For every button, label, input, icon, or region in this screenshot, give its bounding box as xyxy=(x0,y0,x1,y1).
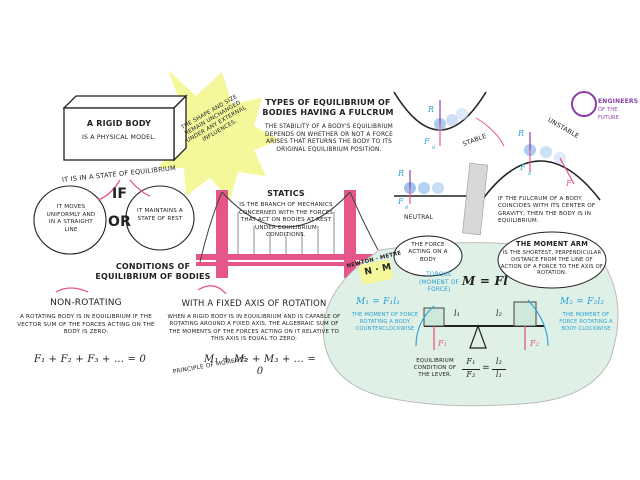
moment-arm-shape xyxy=(497,231,607,289)
vector-R-stable: R xyxy=(428,105,435,114)
vector-Fg-neutral: F xyxy=(398,197,404,206)
cond-right-den: l₁ xyxy=(495,370,503,379)
conditions-title: CONDITIONS OF EQUILIBRIUM OF BODIES xyxy=(95,262,211,281)
force-bubble-shape xyxy=(393,235,463,277)
lever-condition-formula: F₁ F₂ = l₂ l₁ xyxy=(462,358,512,388)
vector-Fg-unstable: F xyxy=(520,163,526,172)
lever-l2: l₂ xyxy=(496,309,503,318)
vector-F-unstable: F xyxy=(566,179,572,188)
logo-line1: ENGINEERS xyxy=(598,98,639,105)
lever-F2: F₂ xyxy=(530,339,540,348)
statics-desc: IS THE BRANCH OF MECHANICS CONCERNED WIT… xyxy=(238,202,334,239)
statics-title: STATICS xyxy=(267,189,305,198)
neutral-label: NEUTRAL xyxy=(404,214,434,221)
m2-desc: THE MOMENT OF FORCE ROTATING A BODY CLOC… xyxy=(559,312,613,332)
bridge-illustration xyxy=(196,190,386,278)
maintains-rest-text: IT MAINTAINS A STATE OF REST xyxy=(137,208,183,222)
lever-l1: l₁ xyxy=(454,309,461,318)
cond-left-num: F₁ xyxy=(466,357,476,366)
center-gravity-text: IF THE FULCRUM OF A BODY COINCIDES WITH … xyxy=(498,196,596,225)
torque-label: TORQUE (MOMENT OF FORCE) xyxy=(418,272,460,294)
types-desc: THE STABILITY OF A BODY'S EQUILIBRIUM DE… xyxy=(264,124,393,153)
fixed-axis-desc: WHEN A RIGID BODY IS IN EQUILIBRIUM AND … xyxy=(167,314,341,343)
or-label: OR xyxy=(108,214,132,230)
lever-condition-label: EQUILIBRIUM CONDITION OF THE LEVER. xyxy=(413,358,457,379)
vector-Fg-sub-unstable: g xyxy=(528,170,532,176)
moves-uniformly-text: IT MOVES UNIFORMLY AND IN A STRAIGHT LIN… xyxy=(46,204,96,233)
non-rotating-desc: A ROTATING BODY IS IN EQUILIBRIUM IF THE… xyxy=(17,314,155,336)
fixed-axis-formula: M₁ + M₂ + M₃ + ... = 0 xyxy=(203,354,317,377)
vector-R-unstable: R xyxy=(518,129,525,138)
newton-metre-stamp xyxy=(358,259,394,285)
rigid-body-box xyxy=(62,94,188,162)
arrow-non-rotating xyxy=(55,287,89,293)
oval-rest xyxy=(125,185,195,251)
logo-emblem xyxy=(571,91,597,117)
m1-desc: THE MOMENT OF FORCE ROTATING A BODY COUN… xyxy=(351,312,419,332)
leaning-tower xyxy=(462,162,489,236)
cond-left-den: F₂ xyxy=(466,370,476,379)
logo-line2: OF THE FUTURE xyxy=(598,107,620,121)
rigid-body-title: A RIGID BODY xyxy=(86,119,152,128)
unstable-hill xyxy=(481,160,601,201)
m2-formula: M₂ = F₂l₂ xyxy=(560,297,605,307)
non-rotating-formula: F₁ + F₂ + F₃ + ... = 0 xyxy=(33,354,147,365)
m1-formula: M₁ = F₁l₁ xyxy=(356,297,401,307)
non-rotating-title: NON-ROTATING xyxy=(50,298,122,308)
types-title: TYPES OF EQUILIBRIUM OF BODIES HAVING A … xyxy=(262,98,394,117)
arrow-fixed-axis xyxy=(197,285,227,295)
arrow-to-rest xyxy=(129,179,151,197)
vector-Fg-sub-stable: g xyxy=(432,144,436,150)
arrow-to-moves xyxy=(97,179,121,201)
if-label: IF xyxy=(112,186,128,202)
moment-arm-title: THE MOMENT ARM xyxy=(516,240,588,248)
vector-Fg-sub-neutral: g xyxy=(405,204,409,210)
lever-F1: F₁ xyxy=(438,339,448,348)
vector-R-neutral: R xyxy=(398,169,405,178)
moment-arm-desc: IS THE SHORTEST, PERPENDICULAR DISTANCE … xyxy=(500,250,604,277)
torque-formula: M = Fl xyxy=(462,274,508,288)
lever-diagram xyxy=(415,299,549,350)
cond-right-num: l₂ xyxy=(495,357,503,366)
oval-moves xyxy=(33,185,107,255)
rigid-body-subtitle: IS A PHYSICAL MODEL. xyxy=(81,134,157,141)
force-bubble-text: THE FORCE ACTING ON A BODY xyxy=(408,242,448,263)
fixed-axis-title: WITH A FIXED AXIS OF ROTATION xyxy=(181,298,327,308)
vector-Fg-stable: F xyxy=(424,137,430,146)
cond-equals: = xyxy=(482,363,490,373)
